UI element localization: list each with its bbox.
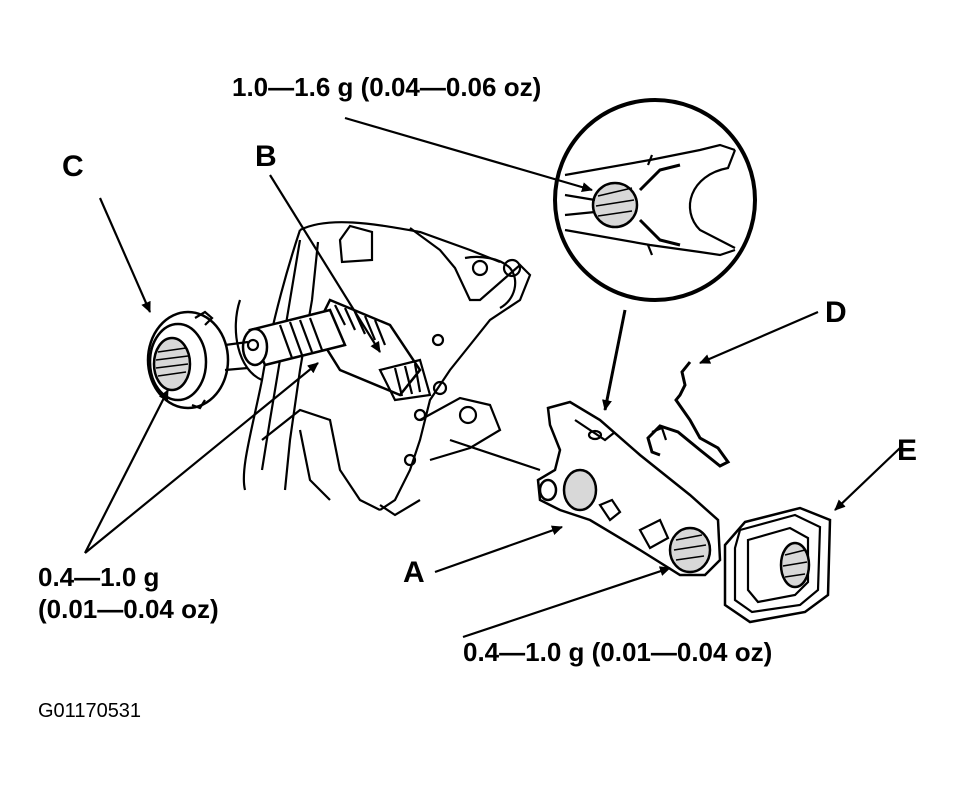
release-fork <box>536 400 722 577</box>
leader-lines <box>84 116 901 639</box>
callout-e: E <box>897 434 918 467</box>
callout-b: B <box>255 140 277 173</box>
figure-id: G01170531 <box>38 700 142 722</box>
fork-pivot-grease-spec: 0.4—1.0 g (0.01—0.04 oz) <box>463 637 773 667</box>
fork-detail-inset <box>553 98 757 302</box>
callout-c: C <box>62 150 84 183</box>
dust-boot <box>723 506 832 624</box>
callout-a: A <box>403 556 425 589</box>
release-bearing <box>146 310 249 410</box>
bearing-grease-spec-line1: 0.4—1.0 g <box>38 562 160 592</box>
transmission-housing <box>234 221 541 517</box>
bearing-grease-spec-line2: (0.01—0.04 oz) <box>38 594 219 624</box>
fork-detail-grease-spec: 1.0—1.6 g (0.04—0.06 oz) <box>232 72 542 102</box>
callout-d: D <box>825 296 847 329</box>
spring-clip <box>646 361 731 468</box>
